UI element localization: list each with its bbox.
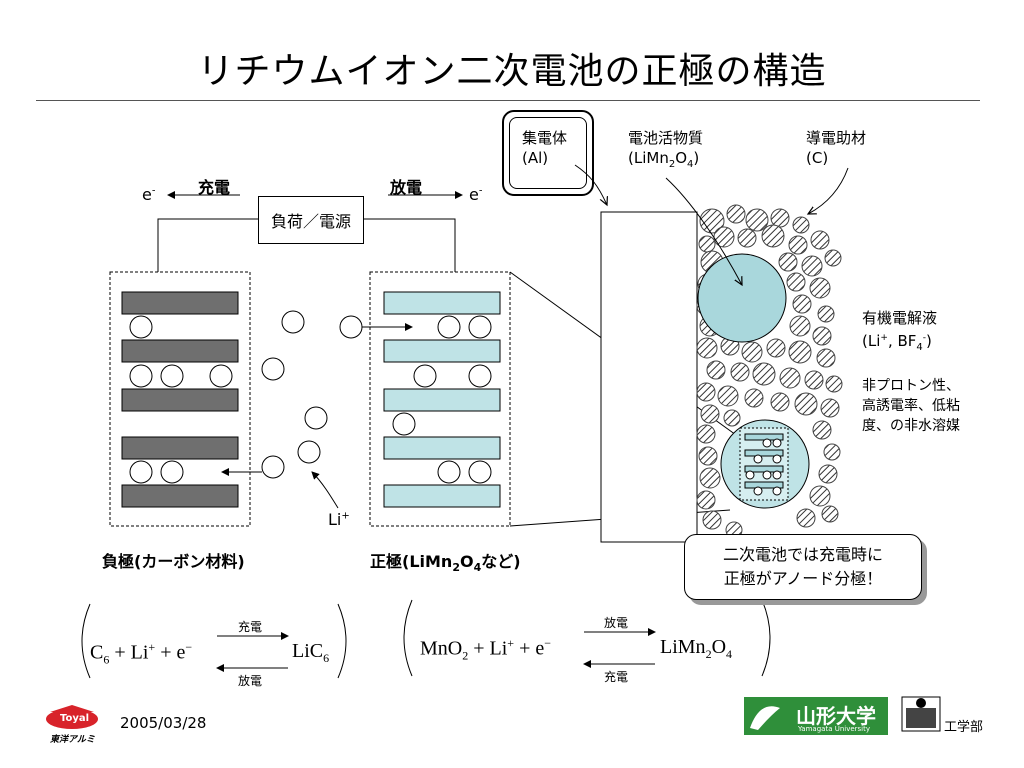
- discharge-label: 放電: [390, 178, 423, 197]
- cathode-layer: [383, 436, 501, 460]
- graphite-layer: [121, 436, 239, 460]
- li-ion-label: Li+: [328, 510, 350, 529]
- graphite-layer: [121, 388, 239, 412]
- li-ion: [160, 364, 184, 388]
- faculty-building-icon: [901, 696, 941, 732]
- electrolyte-ions: [261, 310, 363, 479]
- negative-electrode-label: 負極(カーボン材料): [102, 552, 245, 571]
- toyal-company-name: 東洋アルミ: [50, 735, 95, 745]
- title-divider: [36, 100, 980, 101]
- li-ion: [437, 315, 461, 339]
- electrolyte-label: 有機電解液(Li+, BF4-): [862, 309, 938, 353]
- li-ion: [297, 440, 321, 464]
- li-ion: [129, 315, 153, 339]
- faculty-label: 工学部: [944, 720, 984, 735]
- electron-right: e-: [469, 185, 483, 204]
- conductive-pointer: [808, 167, 849, 214]
- university-name-en: Yamagata University: [798, 725, 871, 733]
- cathode-layer: [383, 291, 501, 315]
- positive-electrode: [369, 271, 511, 527]
- li-ion: [413, 364, 437, 388]
- li-ion: [468, 364, 492, 388]
- toyal-logo-text: Toyal: [60, 713, 90, 724]
- li-ion: [281, 310, 305, 334]
- conductive-agent-label: 導電助材(C): [806, 129, 867, 167]
- anode-equation-product: LiC6: [292, 640, 330, 665]
- eq1-top-label: 充電: [238, 620, 263, 634]
- anode-polarization-callout: 二次電池では充電時に正極がアノード分極！: [684, 534, 922, 600]
- conductive-carbon-particles: [696, 204, 843, 539]
- active-material-label: 電池活物質(LiMn2O4): [628, 129, 704, 170]
- li-ion: [392, 412, 416, 436]
- magnified-active-particle: [720, 419, 810, 509]
- eq1-bottom-label: 放電: [238, 674, 263, 688]
- yamagata-university-logo: [744, 697, 888, 735]
- negative-electrode-frame: [109, 271, 251, 527]
- li-ion: [129, 460, 153, 484]
- eq2-bottom-label: 充電: [604, 670, 629, 684]
- toyal-logo: [46, 705, 98, 729]
- li-ion: [437, 460, 461, 484]
- slide-date: 2005/03/28: [120, 714, 207, 732]
- external-circuit: [157, 218, 456, 272]
- cathode-layer: [383, 339, 501, 363]
- equation-brackets: [81, 599, 771, 679]
- graphite-layer: [121, 339, 239, 363]
- anode-equation: C6 + Li+ + e−: [90, 640, 193, 667]
- positive-electrode-label: 正極(LiMn2O4など): [370, 552, 521, 575]
- load-power-box: 負荷／電源: [258, 196, 364, 244]
- university-name: 山形大学: [796, 704, 876, 728]
- eq2-top-label: 放電: [604, 616, 629, 630]
- graphite-layer: [121, 484, 239, 508]
- li-ion: [261, 357, 285, 381]
- graphite-layer: [121, 291, 239, 315]
- negative-electrode: [109, 271, 251, 527]
- active-material-pointer: [665, 177, 742, 285]
- aluminum-current-collector: [600, 211, 698, 543]
- cathode-equation-product: LiMn2O4: [660, 636, 733, 661]
- li-ion: [160, 460, 184, 484]
- cathode-layer: [383, 388, 501, 412]
- electrolyte-description: 非プロトン性、高誘電率、低粘度、の非水溶媒: [862, 378, 960, 434]
- cathode-layer: [383, 484, 501, 508]
- electron-left: e-: [142, 185, 156, 204]
- li-ion: [209, 364, 233, 388]
- li-ion: [468, 460, 492, 484]
- li-ion: [339, 315, 363, 339]
- li-ion: [261, 455, 285, 479]
- li-label-pointer: [311, 471, 339, 509]
- li-ion: [468, 315, 492, 339]
- slide-title: リチウムイオン二次電池の正極の構造: [197, 51, 827, 92]
- li-ion: [304, 406, 328, 430]
- positive-electrode-frame: [369, 271, 511, 527]
- li-ion: [129, 364, 153, 388]
- cathode-equation: MnO2 + Li+ + e−: [420, 636, 552, 663]
- collector-label: 集電体(Al): [522, 129, 568, 167]
- charge-label: 充電: [198, 178, 231, 197]
- active-material-particle: [697, 253, 787, 343]
- collector-label-box: [502, 110, 594, 196]
